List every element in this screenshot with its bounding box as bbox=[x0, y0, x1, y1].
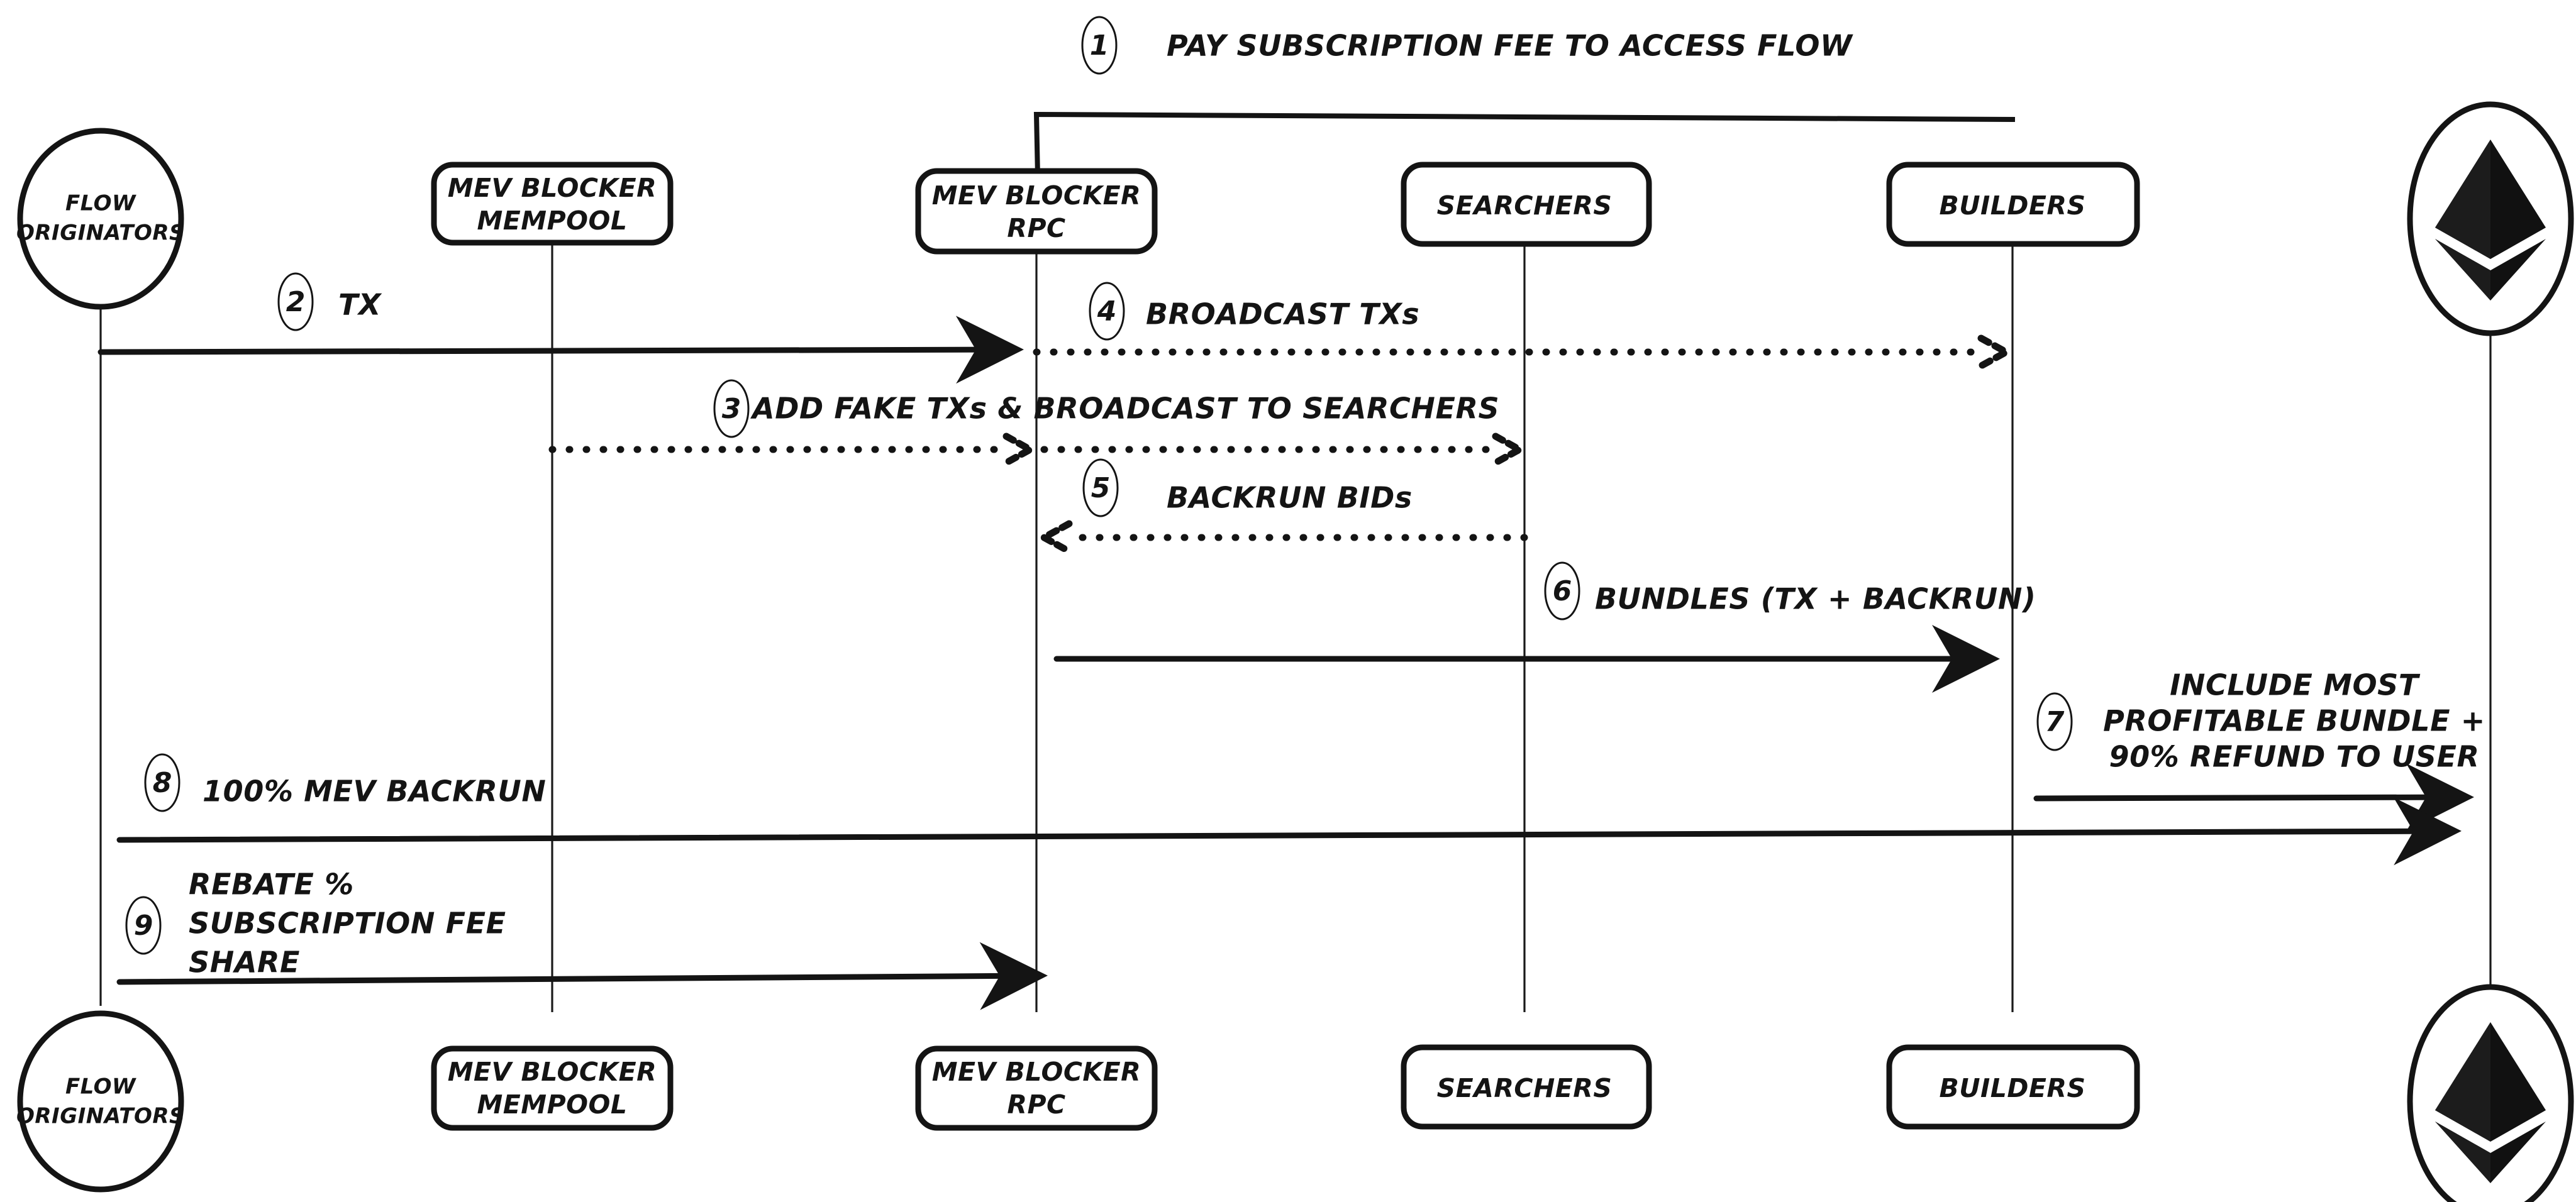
message-5-number: 5 bbox=[1091, 472, 1111, 504]
rpc-label-line2-bottom: RPC bbox=[1007, 1089, 1065, 1120]
message-7-label-line3: 90% REFUND TO USER bbox=[2109, 740, 2479, 774]
searchers-label-bottom: SEARCHERS bbox=[1437, 1073, 1613, 1103]
node-top-ethereum[interactable] bbox=[2407, 101, 2574, 336]
message-6-group: 6 BUNDLES (TX + BACKRUN) bbox=[1053, 561, 2036, 693]
message-7-label-line2: PROFITABLE BUNDLE + bbox=[2103, 704, 2485, 738]
message-6-number: 6 bbox=[1553, 575, 1572, 607]
message-3-number: 3 bbox=[722, 393, 741, 425]
builders-label-bottom: BUILDERS bbox=[1939, 1073, 2085, 1103]
node-bottom-flow-originators[interactable]: FLOW ORIGINATORS bbox=[16, 1010, 185, 1193]
flow-originators-label-line1: FLOW bbox=[65, 191, 136, 216]
message-2-number: 2 bbox=[286, 286, 306, 318]
message-5-arrowhead bbox=[1040, 520, 1073, 555]
node-bottom-mev-blocker-mempool[interactable]: MEV BLOCKER MEMPOOL bbox=[431, 1045, 674, 1131]
rpc-box bbox=[915, 168, 1158, 255]
flow-originators-ellipse-bottom bbox=[17, 1010, 184, 1193]
message-7-number-bubble bbox=[2036, 692, 2073, 751]
searchers-box-bottom bbox=[1401, 1044, 1652, 1130]
mempool-box-bottom bbox=[431, 1045, 674, 1131]
builders-box bbox=[1886, 162, 2140, 247]
message-5-group: 5 BACKRUN BIDs bbox=[1040, 458, 1528, 555]
message-9-arrow bbox=[116, 942, 1048, 1010]
message-3-arrowhead-a bbox=[1002, 433, 1034, 466]
searchers-box bbox=[1401, 162, 1652, 247]
message-7-number: 7 bbox=[2045, 706, 2065, 738]
message-4-number-bubble bbox=[1089, 282, 1125, 341]
searchers-label: SEARCHERS bbox=[1437, 190, 1613, 221]
message-2-number-bubble bbox=[277, 272, 314, 331]
bottom-participants-group: FLOW ORIGINATORS MEV BLOCKER MEMPOOL MEV… bbox=[16, 984, 2574, 1202]
message-7-label-line1: INCLUDE MOST bbox=[2170, 668, 2421, 702]
node-top-builders[interactable]: BUILDERS bbox=[1886, 162, 2140, 247]
message-6-number-bubble bbox=[1544, 561, 1580, 620]
rpc-label-line1-bottom: MEV BLOCKER bbox=[932, 1057, 1141, 1087]
node-bottom-mev-blocker-rpc[interactable]: MEV BLOCKER RPC bbox=[915, 1045, 1158, 1131]
message-4-group: 4 BROADCAST TXs bbox=[1033, 282, 2010, 370]
rpc-label-line1: MEV BLOCKER bbox=[932, 180, 1141, 211]
flow-originators-label-line1-bottom: FLOW bbox=[65, 1074, 136, 1100]
mempool-label-line2: MEMPOOL bbox=[477, 206, 628, 236]
message-7-arrow bbox=[2033, 763, 2474, 832]
message-9-number-bubble bbox=[125, 896, 162, 955]
message-4-number: 4 bbox=[1097, 295, 1117, 328]
message-8-number-bubble bbox=[144, 753, 180, 812]
message-8-number: 8 bbox=[153, 767, 172, 799]
message-3-label: ADD FAKE TXs & BROADCAST TO SEARCHERS bbox=[750, 392, 1499, 426]
message-1-label: PAY SUBSCRIPTION FEE TO ACCESS FLOW bbox=[1167, 29, 1853, 63]
message-9-number: 9 bbox=[134, 910, 153, 942]
node-bottom-ethereum[interactable] bbox=[2407, 984, 2574, 1202]
mempool-label-line1-bottom: MEV BLOCKER bbox=[448, 1057, 657, 1087]
message-3-number-bubble bbox=[713, 379, 750, 438]
message-9-group: 9 REBATE % SUBSCRIPTION FEE SHARE bbox=[116, 868, 1048, 1010]
mempool-label-line2-bottom: MEMPOOL bbox=[477, 1089, 628, 1120]
node-top-searchers[interactable]: SEARCHERS bbox=[1401, 162, 1652, 247]
node-top-mev-blocker-mempool[interactable]: MEV BLOCKER MEMPOOL bbox=[431, 162, 674, 246]
message-1-number: 1 bbox=[1090, 30, 1109, 62]
message-2-group: 2 TX bbox=[97, 272, 1024, 384]
message-2-label: TX bbox=[338, 288, 382, 322]
node-bottom-searchers[interactable]: SEARCHERS bbox=[1401, 1044, 1652, 1130]
message-3-arrowhead-b bbox=[1492, 433, 1523, 466]
message-1-number-bubble bbox=[1081, 16, 1118, 75]
rpc-box-bottom bbox=[915, 1045, 1158, 1131]
message-5-number-bubble bbox=[1082, 458, 1119, 517]
message-9-label-line3: SHARE bbox=[189, 946, 300, 979]
ethereum-logo-icon bbox=[2435, 140, 2546, 300]
message-6-label: BUNDLES (TX + BACKRUN) bbox=[1595, 582, 2036, 616]
message-9-label-line2: SUBSCRIPTION FEE bbox=[189, 907, 506, 940]
message-8-group: 8 100% MEV BACKRUN bbox=[116, 753, 2462, 866]
lifelines-group bbox=[99, 226, 2492, 1012]
node-top-flow-originators[interactable]: FLOW ORIGINATORS bbox=[16, 128, 185, 310]
message-2-arrow bbox=[97, 316, 1024, 384]
mempool-label-line1: MEV BLOCKER bbox=[448, 173, 657, 203]
rpc-label-line2: RPC bbox=[1007, 213, 1065, 243]
message-7-group: 7 INCLUDE MOST PROFITABLE BUNDLE + 90% R… bbox=[2033, 668, 2485, 832]
top-participants-group: FLOW ORIGINATORS MEV BLOCKER MEMPOOL MEV… bbox=[16, 101, 2574, 336]
message-5-label: BACKRUN BIDs bbox=[1167, 481, 1413, 515]
ethereum-logo-icon bbox=[2435, 1022, 2546, 1183]
mempool-box bbox=[431, 162, 674, 246]
flow-originators-label-line2-bottom: ORIGINATORS bbox=[16, 1104, 185, 1129]
message-1-group: 1 PAY SUBSCRIPTION FEE TO ACCESS FLOW bbox=[1023, 16, 2016, 238]
message-8-label: 100% MEV BACKRUN bbox=[203, 775, 546, 808]
message-3-group: 3 ADD FAKE TXs & BROADCAST TO SEARCHERS bbox=[548, 379, 1523, 466]
message-4-label: BROADCAST TXs bbox=[1146, 297, 1419, 331]
message-4-arrowhead bbox=[1977, 334, 2010, 370]
node-bottom-builders[interactable]: BUILDERS bbox=[1886, 1044, 2140, 1130]
message-9-label-line1: REBATE % bbox=[189, 868, 354, 902]
flow-originators-ellipse bbox=[17, 128, 184, 310]
builders-box-bottom bbox=[1886, 1044, 2140, 1130]
builders-label: BUILDERS bbox=[1939, 190, 2085, 221]
message-8-arrow bbox=[116, 797, 2462, 866]
node-top-mev-blocker-rpc[interactable]: MEV BLOCKER RPC bbox=[915, 168, 1158, 255]
flow-originators-label-line2: ORIGINATORS bbox=[16, 221, 185, 246]
